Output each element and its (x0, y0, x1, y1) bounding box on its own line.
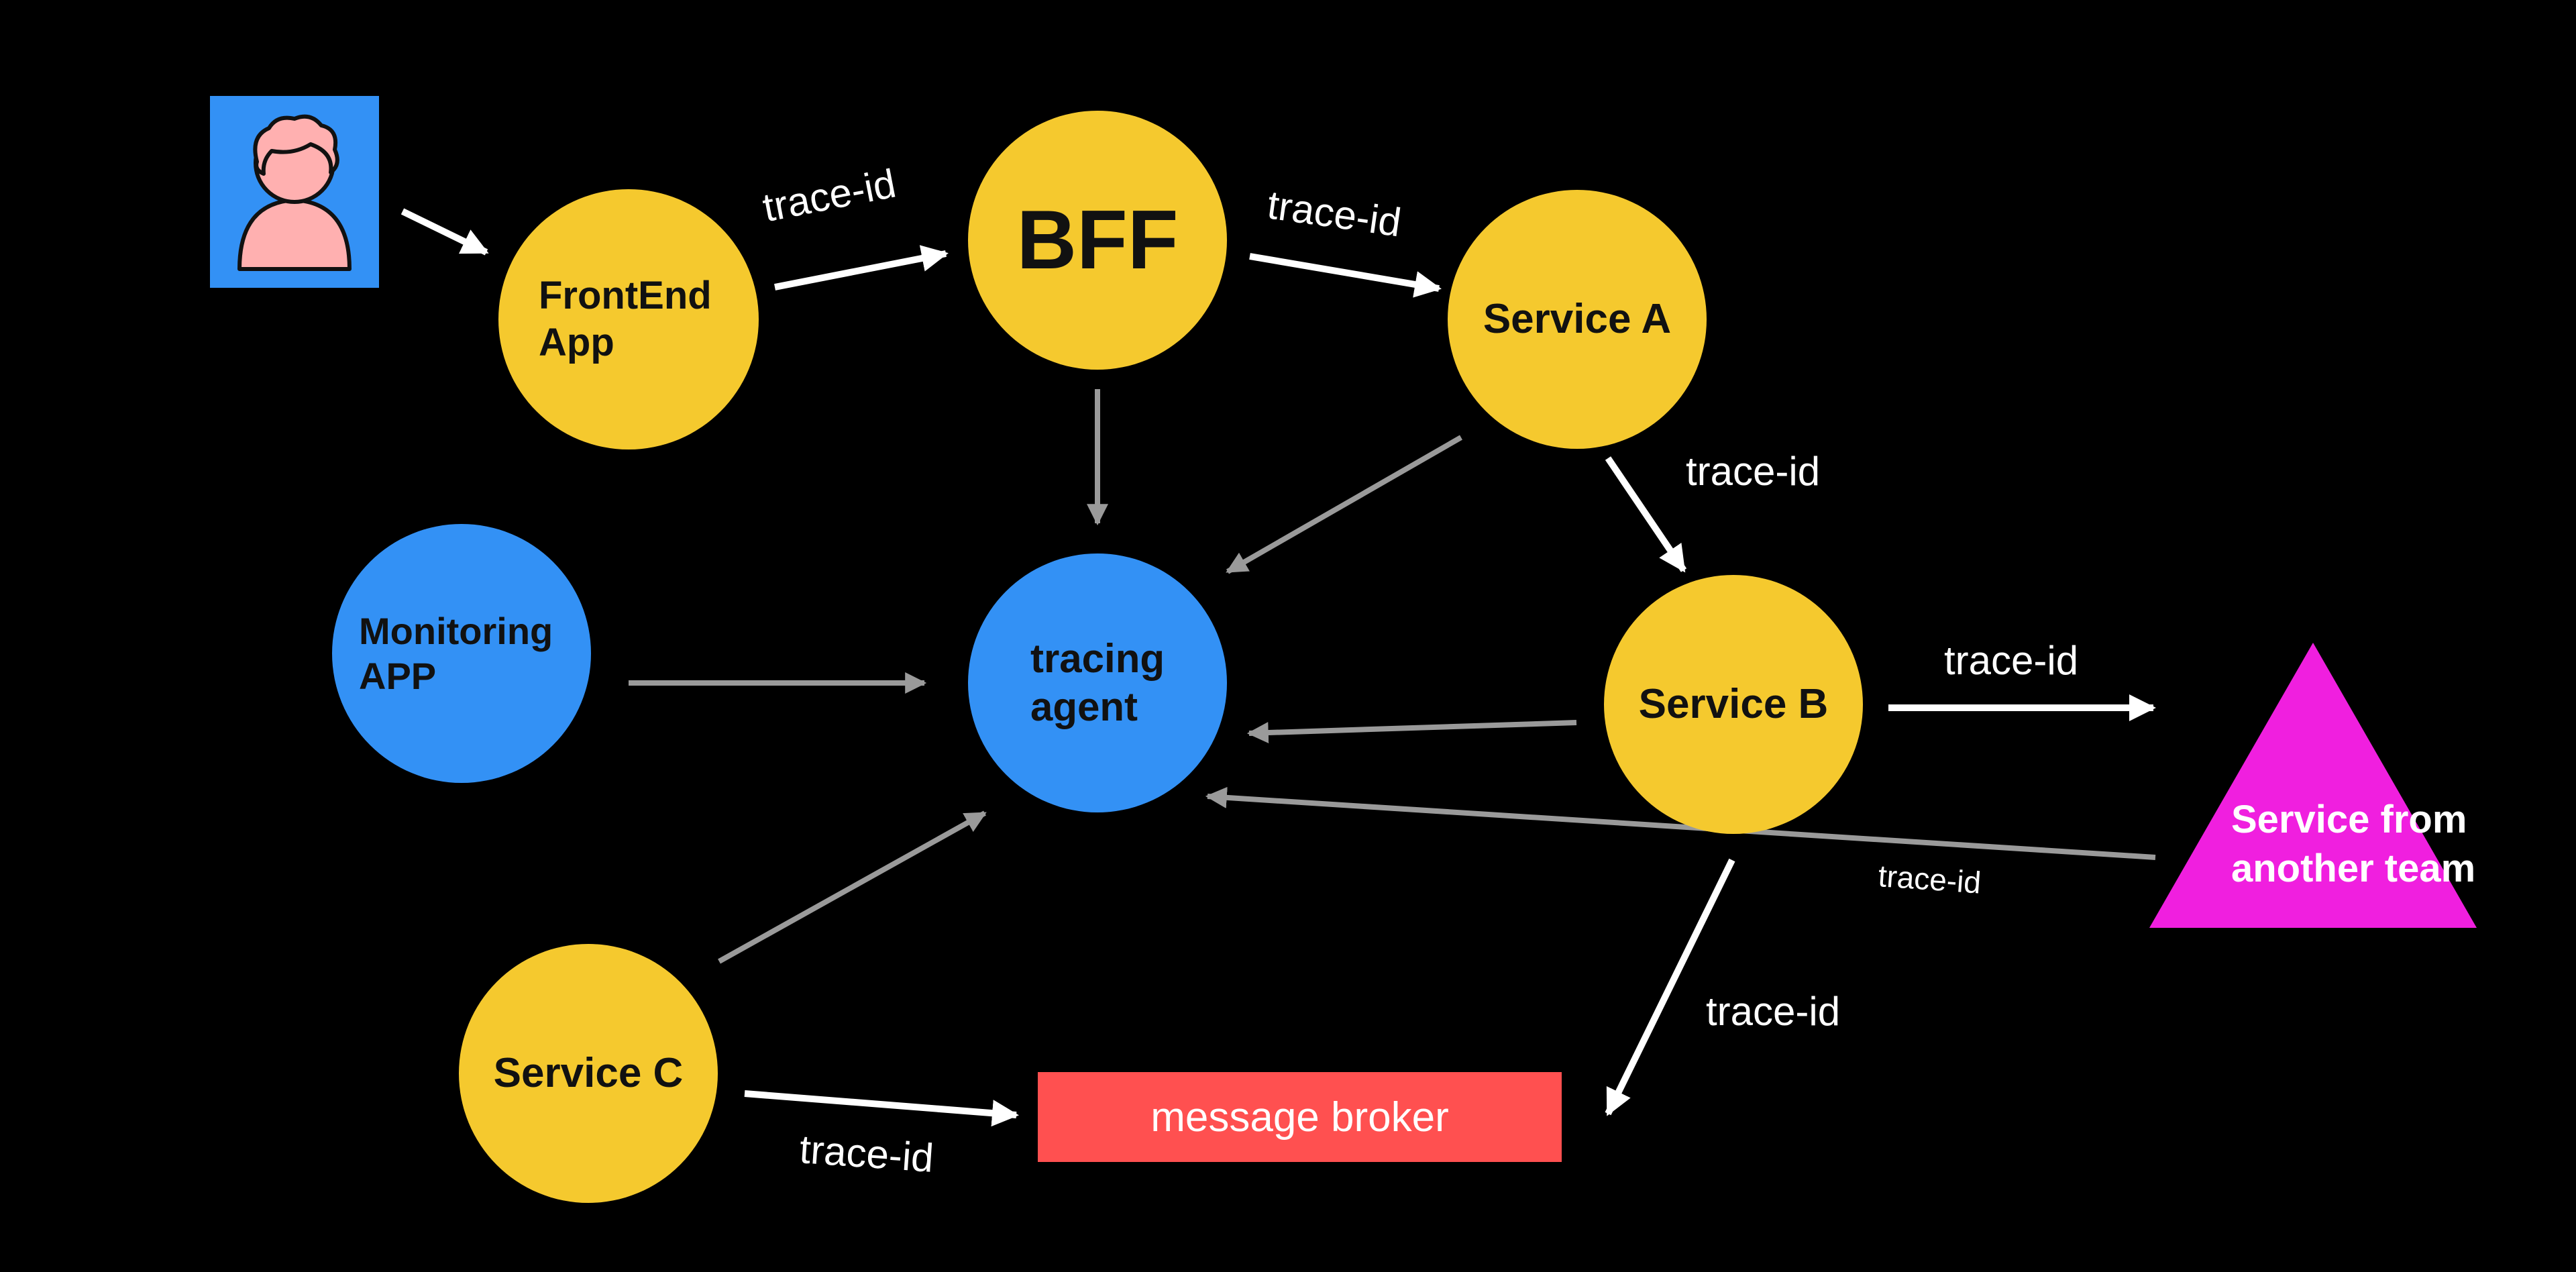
arrow-service-b-to-tracing-agent (1246, 720, 1577, 744)
service-a-label: Service A (1483, 295, 1672, 342)
arrow-user-to-frontend (400, 208, 489, 256)
arrow-service-b-to-broker (1605, 858, 1735, 1116)
frontend-app-node[interactable]: FrontEnd App (498, 189, 759, 449)
arrow-external-to-tracing-agent (1205, 786, 2156, 860)
edge-label-service-a-to-service-b: trace-id (1686, 449, 1821, 494)
arrow-service-c-to-tracing-agent (718, 810, 987, 964)
external-service-triangle (2149, 643, 2477, 928)
service-a-node[interactable]: Service A (1448, 190, 1707, 449)
service-c-label: Service C (493, 1049, 684, 1096)
bff-label: BFF (1016, 193, 1179, 286)
person-avatar-icon (237, 114, 352, 271)
external-service-node[interactable]: Service from another team (2149, 643, 2477, 928)
service-b-node[interactable]: Service B (1604, 575, 1863, 834)
message-broker-box[interactable]: message broker (1038, 1072, 1562, 1162)
external-service-label: Service from another team (2231, 798, 2476, 890)
tracing-agent-node[interactable]: tracing agent (968, 553, 1227, 812)
edge-label-service-c-to-broker: trace-id (798, 1126, 935, 1181)
frontend-app-label: FrontEnd App (539, 274, 712, 364)
bff-node[interactable]: BFF (968, 111, 1227, 370)
arrow-service-c-to-broker (744, 1090, 1019, 1127)
edge-label-service-b-to-external: trace-id (1944, 638, 2079, 683)
edge-label-external-to-tracing: trace-id (1877, 858, 1982, 900)
arrow-frontend-to-bff (774, 245, 949, 290)
monitoring-app-node[interactable]: Monitoring APP (332, 524, 591, 783)
user-avatar (210, 96, 379, 288)
message-broker-label: message broker (1150, 1094, 1449, 1141)
service-c-node[interactable]: Service C (459, 944, 718, 1203)
service-b-label: Service B (1638, 680, 1829, 727)
edge-label-service-b-to-broker: trace-id (1706, 989, 1841, 1034)
monitoring-app-label: Monitoring APP (359, 609, 553, 697)
arrow-service-a-to-service-b (1605, 456, 1687, 573)
arrow-service-a-to-tracing-agent (1226, 435, 1462, 574)
tracing-agent-label: tracing agent (1030, 636, 1165, 729)
arrow-bff-to-service-a (1249, 253, 1442, 298)
